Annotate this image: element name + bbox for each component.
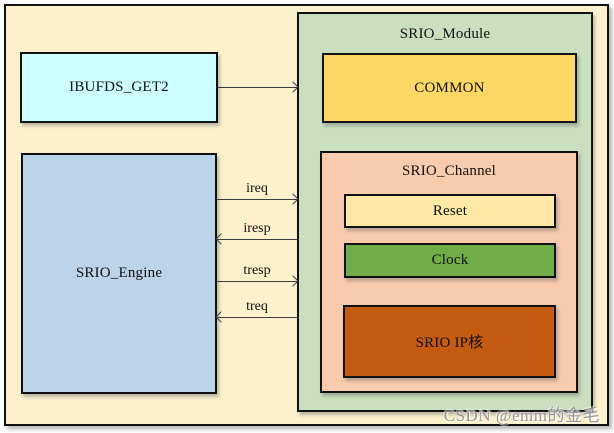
arrow-line: [217, 280, 297, 282]
arrow-label-iresp: iresp: [243, 221, 271, 236]
srio-module-title: SRIO_Module: [399, 26, 491, 42]
ibufds-get2-block: IBUFDS_GET2: [20, 52, 218, 123]
arrow-label-treq: treq: [246, 299, 268, 314]
srio-ip-core-block: SRIO IP核: [343, 305, 556, 378]
reset-block: Reset: [344, 194, 556, 228]
srio-channel-title: SRIO_Channel: [401, 163, 497, 179]
srio-engine-block: SRIO_Engine: [21, 153, 217, 394]
srio-channel-container: SRIO_Channel Reset Clock SRIO IP核: [320, 151, 578, 393]
arrow-tresp: tresp: [217, 263, 299, 288]
diagram-frame: IBUFDS_GET2 SRIO_Engine SRIO_Module COMM…: [4, 4, 609, 426]
reset-label: Reset: [432, 202, 468, 219]
arrow-line: [217, 238, 297, 240]
common-block: COMMON: [322, 53, 577, 123]
common-label: COMMON: [414, 79, 485, 96]
ibufds-get2-label: IBUFDS_GET2: [69, 79, 169, 95]
arrow-ibufds-to-module: [218, 80, 299, 94]
arrow-line: [217, 316, 297, 318]
srio-ip-core-label: SRIO IP核: [415, 335, 484, 351]
clock-label: Clock: [431, 252, 469, 268]
arrow-label-ireq: ireq: [246, 181, 268, 196]
arrow-label-tresp: tresp: [243, 263, 271, 278]
arrow-ireq: ireq: [217, 181, 299, 206]
arrow-head-right-icon: [287, 81, 299, 93]
clock-block: Clock: [344, 243, 556, 278]
arrow-iresp: iresp: [215, 221, 297, 246]
arrow-line: [218, 86, 297, 88]
arrow-treq: treq: [215, 299, 297, 324]
srio-engine-label: SRIO_Engine: [75, 265, 163, 281]
csdn-watermark: CSDN @emm的金毛: [443, 406, 600, 425]
srio-module-container: SRIO_Module COMMON SRIO_Channel Reset Cl…: [297, 12, 593, 412]
arrow-line: [217, 198, 297, 200]
